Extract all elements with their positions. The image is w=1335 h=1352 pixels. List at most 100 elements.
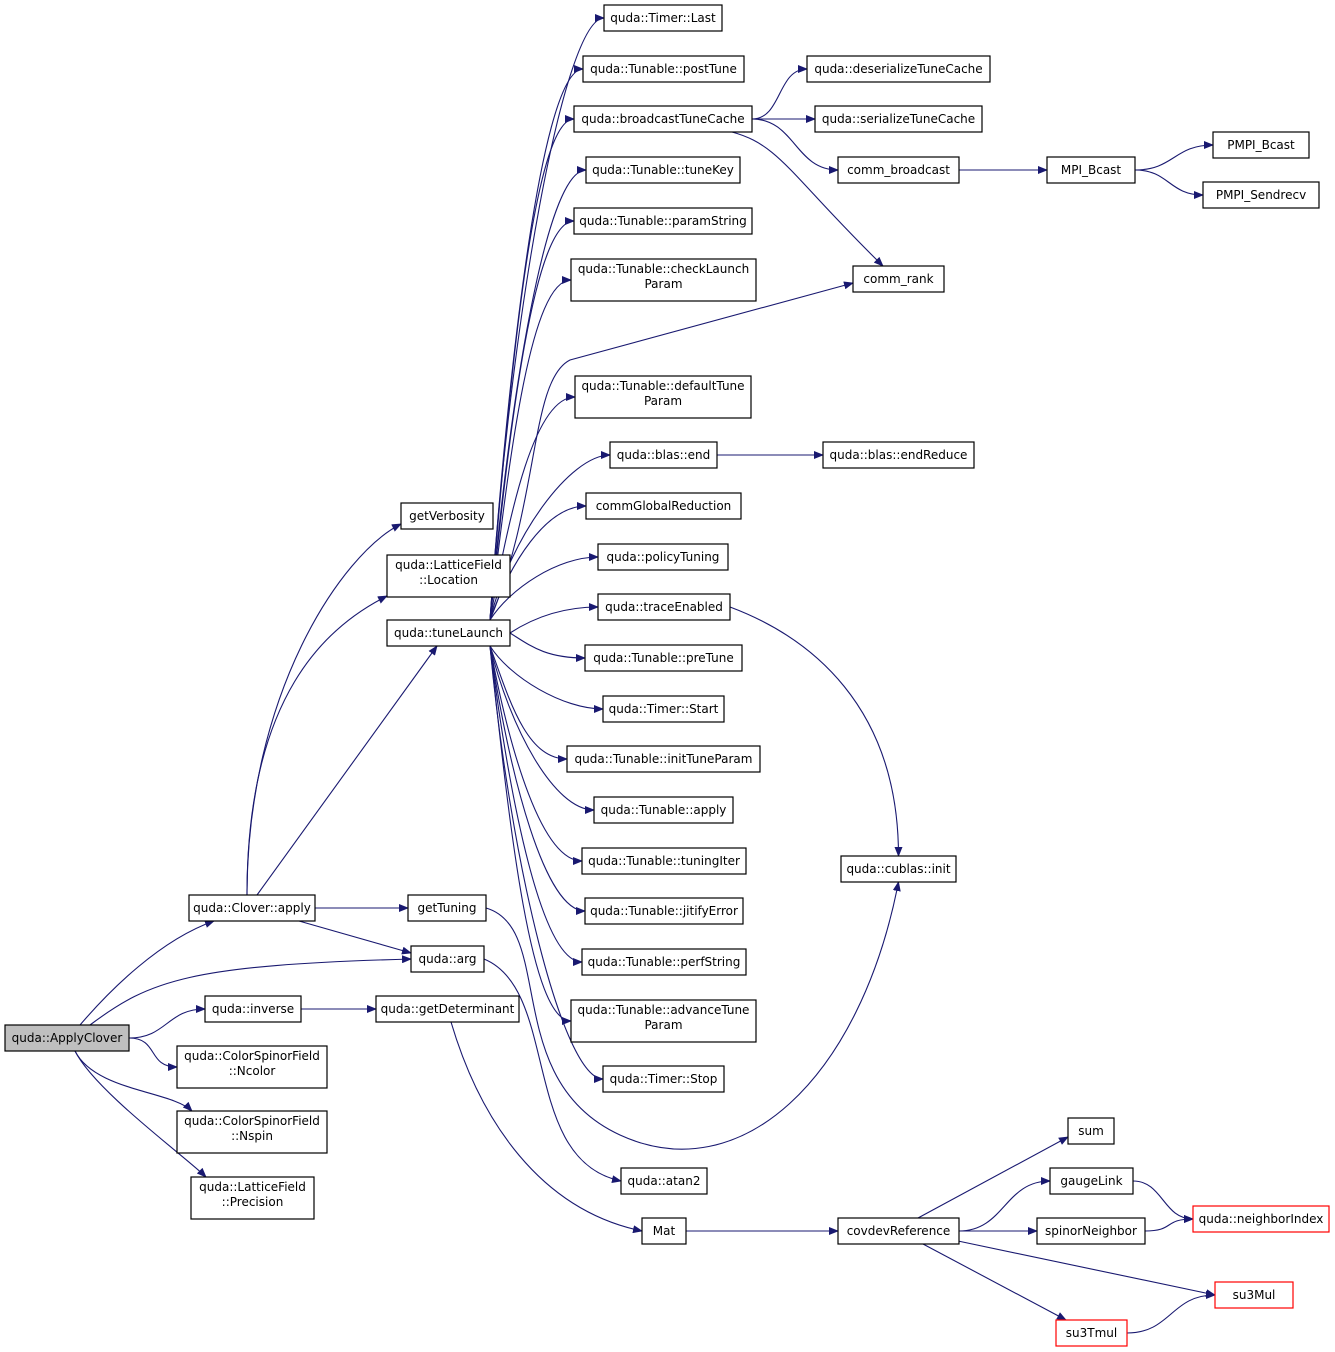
- edge-tunelaunch-to-tunable-apply: [489, 645, 595, 814]
- node-label: Param: [644, 394, 682, 408]
- edge-tunelaunch-to-inittuneparam: [489, 645, 568, 763]
- node-covdevreference[interactable]: covdevReference: [837, 1217, 960, 1245]
- node-label: quda::ApplyClover: [12, 1031, 123, 1045]
- node-box: [176, 1045, 328, 1089]
- node-box: [574, 375, 752, 419]
- node-lf-precision[interactable]: quda::LatticeField::Precision: [190, 1176, 315, 1220]
- node-su3mul[interactable]: su3Mul: [1214, 1281, 1294, 1309]
- node-timer-stop[interactable]: quda::Timer::Stop: [602, 1065, 725, 1093]
- node-pretune[interactable]: quda::Tunable::preTune: [584, 644, 743, 672]
- node-spinorneighbor[interactable]: spinorNeighbor: [1036, 1217, 1146, 1245]
- node-getverbosity[interactable]: getVerbosity: [400, 502, 494, 530]
- node-broadcasttunecache[interactable]: quda::broadcastTuneCache: [573, 105, 753, 133]
- edge-tunelaunch-to-posttune: [489, 65, 584, 621]
- node-tunelaunch[interactable]: quda::tuneLaunch: [386, 619, 511, 647]
- node-box: [837, 156, 960, 184]
- node-csf-ncolor[interactable]: quda::ColorSpinorField::Ncolor: [176, 1045, 328, 1089]
- edge-su3tmul-to-su3mul: [1126, 1291, 1216, 1334]
- node-box: [585, 156, 741, 184]
- node-box: [584, 644, 743, 672]
- edge-getdeterminant-to-mat: [450, 1021, 643, 1234]
- node-box: [407, 894, 487, 922]
- node-blas-endreduce[interactable]: quda::blas::endReduce: [822, 441, 975, 469]
- node-box: [386, 554, 511, 598]
- node-atan2[interactable]: quda::atan2: [620, 1167, 708, 1195]
- node-comm-broadcast[interactable]: comm_broadcast: [837, 156, 960, 184]
- node-mpi-bcast[interactable]: MPI_Bcast: [1046, 156, 1136, 184]
- node-posttune[interactable]: quda::Tunable::postTune: [582, 55, 745, 83]
- node-label: quda::blas::end: [617, 448, 711, 462]
- node-mat[interactable]: Mat: [641, 1217, 687, 1245]
- node-getdeterminant[interactable]: quda::getDeterminant: [375, 995, 520, 1023]
- node-applyclover[interactable]: quda::ApplyClover: [4, 1024, 130, 1052]
- node-label: comm_rank: [863, 272, 933, 286]
- node-timer-last[interactable]: quda::Timer::Last: [603, 4, 723, 32]
- node-perfstring[interactable]: quda::Tunable::perfString: [581, 948, 747, 976]
- node-serializetunecache[interactable]: quda::serializeTuneCache: [814, 105, 983, 133]
- node-su3tmul[interactable]: su3Tmul: [1055, 1319, 1128, 1347]
- edge-clover-apply-to-arg: [298, 920, 412, 955]
- node-label: gaugeLink: [1060, 1174, 1122, 1188]
- node-label: ::Nspin: [231, 1129, 273, 1143]
- node-comm-rank[interactable]: comm_rank: [852, 265, 945, 293]
- node-box: [837, 1217, 960, 1245]
- node-label: quda::Tunable::initTuneParam: [575, 752, 753, 766]
- node-csf-nspin[interactable]: quda::ColorSpinorField::Nspin: [176, 1110, 328, 1154]
- node-tuningiter[interactable]: quda::Tunable::tuningIter: [581, 847, 747, 875]
- node-label: quda::Tunable::advanceTune: [578, 1003, 750, 1017]
- node-label: sum: [1078, 1124, 1104, 1138]
- node-label: quda::Clover::apply: [193, 901, 311, 915]
- node-inittuneparam[interactable]: quda::Tunable::initTuneParam: [566, 745, 761, 773]
- node-label: quda::LatticeField: [395, 558, 502, 572]
- node-timer-start[interactable]: quda::Timer::Start: [602, 695, 725, 723]
- node-inverse[interactable]: quda::inverse: [204, 995, 302, 1023]
- node-tunable-apply[interactable]: quda::Tunable::apply: [593, 796, 734, 824]
- node-label: quda::Tunable::tuningIter: [588, 854, 740, 868]
- node-gaugelink[interactable]: gaugeLink: [1049, 1167, 1134, 1195]
- node-policytuning[interactable]: quda::policyTuning: [597, 543, 729, 571]
- node-label: quda::Tunable::paramString: [579, 214, 747, 228]
- node-box: [1055, 1319, 1128, 1347]
- node-label: quda::serializeTuneCache: [822, 112, 975, 126]
- node-label: quda::tuneLaunch: [394, 626, 503, 640]
- node-arg[interactable]: quda::arg: [410, 945, 485, 973]
- edge-clover-apply-to-lf-location: [246, 595, 388, 896]
- node-traceenabled[interactable]: quda::traceEnabled: [597, 593, 731, 621]
- node-label: quda::Tunable::checkLaunch: [578, 262, 749, 276]
- node-commglobalreduction[interactable]: commGlobalReduction: [585, 492, 742, 520]
- node-label: quda::getDeterminant: [381, 1002, 515, 1016]
- node-label: quda::deserializeTuneCache: [814, 62, 982, 76]
- node-label: quda::neighborIndex: [1199, 1212, 1324, 1226]
- node-pmpi-bcast[interactable]: PMPI_Bcast: [1212, 131, 1310, 159]
- node-jitifyerror[interactable]: quda::Tunable::jitifyError: [584, 897, 744, 925]
- node-gettuning[interactable]: getTuning: [407, 894, 487, 922]
- node-blas-end[interactable]: quda::blas::end: [609, 441, 718, 469]
- node-label: quda::cublas::init: [846, 862, 950, 876]
- node-clover-apply[interactable]: quda::Clover::apply: [188, 894, 316, 922]
- node-paramstring[interactable]: quda::Tunable::paramString: [573, 207, 753, 235]
- edge-covdevreference-to-sum: [917, 1136, 1069, 1219]
- node-box: [602, 695, 725, 723]
- node-label: comm_broadcast: [847, 163, 950, 177]
- node-label: su3Mul: [1233, 1288, 1276, 1302]
- node-lf-location[interactable]: quda::LatticeField::Location: [386, 554, 511, 598]
- node-pmpi-sendrecv[interactable]: PMPI_Sendrecv: [1202, 181, 1320, 209]
- edge-tunelaunch-to-pretune: [509, 632, 586, 662]
- node-box: [585, 492, 742, 520]
- edge-tunelaunch-to-paramstring: [489, 217, 575, 621]
- node-box: [1192, 1205, 1330, 1233]
- edge-tunelaunch-to-checklaunchparam: [489, 276, 572, 621]
- edge-gaugelink-to-neighborindex: [1132, 1180, 1194, 1223]
- node-box: [410, 945, 485, 973]
- node-neighborindex[interactable]: quda::neighborIndex: [1192, 1205, 1330, 1233]
- edge-tunelaunch-to-tunekey: [489, 166, 587, 621]
- node-sum[interactable]: sum: [1067, 1117, 1115, 1145]
- node-cublas-init[interactable]: quda::cublas::init: [840, 855, 957, 883]
- node-deserializetunecache[interactable]: quda::deserializeTuneCache: [806, 55, 991, 83]
- node-box: [806, 55, 991, 83]
- node-tunekey[interactable]: quda::Tunable::tuneKey: [585, 156, 741, 184]
